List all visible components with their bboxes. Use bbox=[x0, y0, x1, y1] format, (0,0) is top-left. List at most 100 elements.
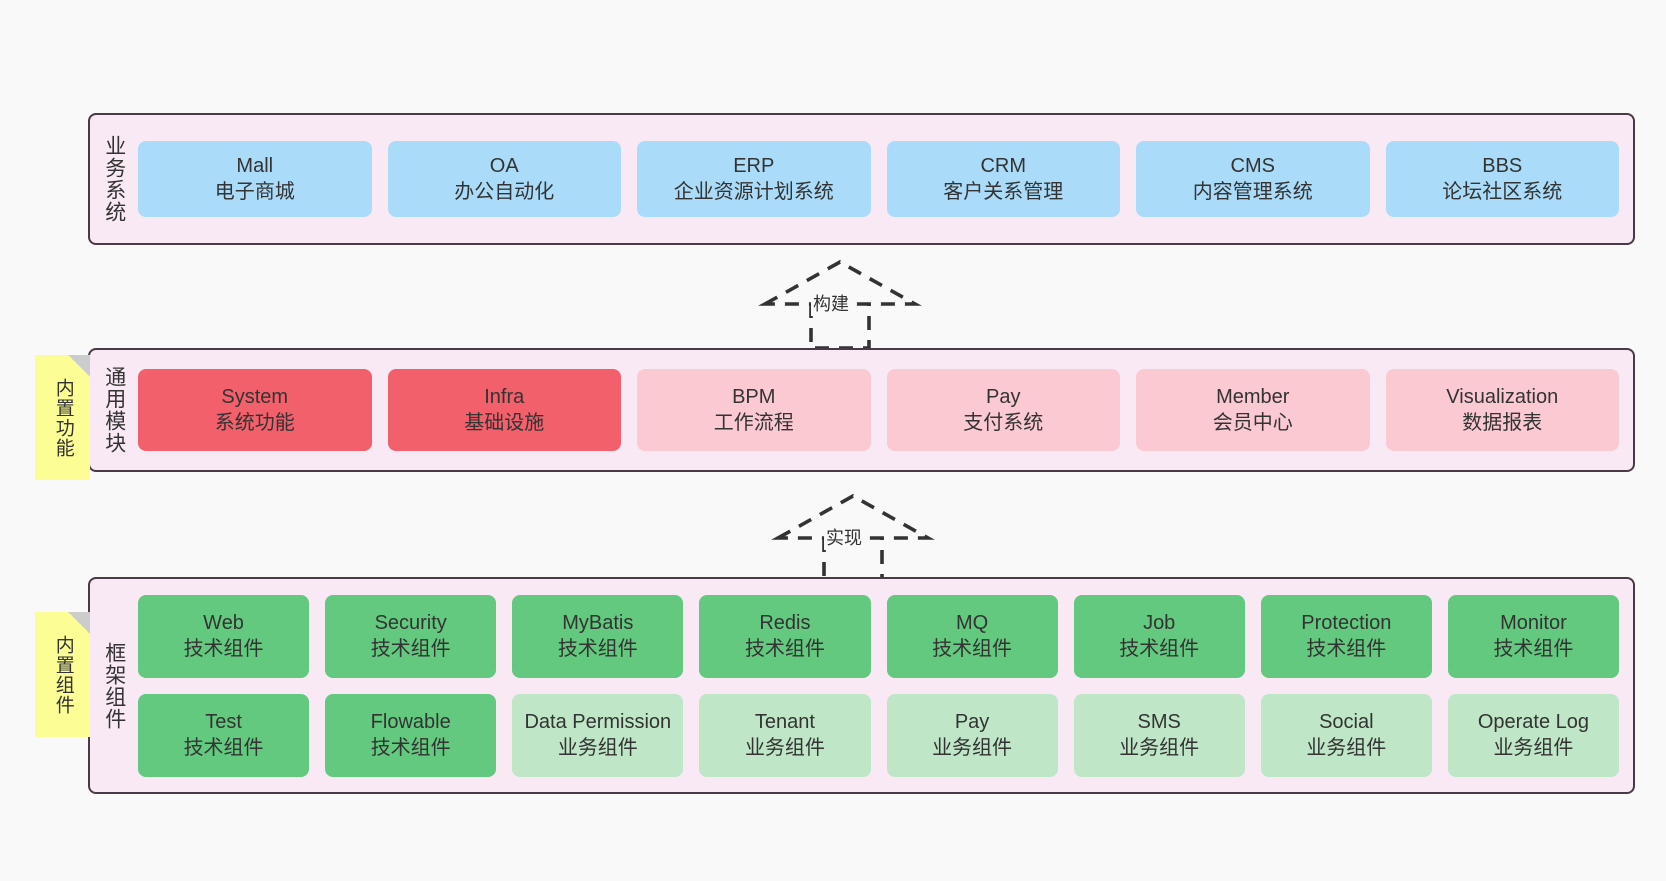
layer-title-business-system: 业务系统 bbox=[102, 135, 126, 223]
sticky-note-label: 内置组件 bbox=[52, 634, 74, 715]
node-bbs[interactable]: BBS 论坛社区系统 bbox=[1385, 141, 1619, 217]
node-subtitle: 技术组件 bbox=[744, 638, 825, 660]
layer-body-framework-components: Web 技术组件 Security 技术组件 MyBatis 技术组件 Redi… bbox=[138, 579, 1633, 792]
node-mall[interactable]: Mall 电子商城 bbox=[138, 141, 372, 217]
layer-common-modules: 通用模块 System 系统功能 Infra 基础设施 BPM 工作流程 Pay… bbox=[88, 348, 1635, 472]
node-subtitle: 企业资源计划系统 bbox=[673, 181, 834, 203]
node-title: Operate Log bbox=[1477, 710, 1590, 733]
node-pay-module[interactable]: Pay 支付系统 bbox=[886, 369, 1120, 451]
folded-corner-icon bbox=[68, 355, 90, 377]
node-title: Job bbox=[1143, 611, 1176, 634]
node-tenant[interactable]: Tenant 业务组件 bbox=[699, 693, 871, 777]
node-subtitle: 客户关系管理 bbox=[943, 181, 1064, 203]
node-social[interactable]: Social 业务组件 bbox=[1260, 693, 1432, 777]
node-title: Test bbox=[205, 710, 242, 733]
layer-title-common-modules: 通用模块 bbox=[102, 366, 126, 454]
node-title: CMS bbox=[1230, 154, 1275, 177]
node-sms[interactable]: SMS 业务组件 bbox=[1073, 693, 1245, 777]
node-subtitle: 工作流程 bbox=[713, 412, 794, 434]
node-flowable[interactable]: Flowable 技术组件 bbox=[325, 693, 497, 777]
node-subtitle: 数据报表 bbox=[1462, 412, 1543, 434]
node-subtitle: 技术组件 bbox=[557, 638, 638, 660]
folded-corner-icon bbox=[68, 612, 90, 634]
node-subtitle: 业务组件 bbox=[932, 737, 1013, 759]
connector-label-build: 构建 bbox=[811, 290, 851, 316]
node-subtitle: 支付系统 bbox=[963, 412, 1044, 434]
node-bpm[interactable]: BPM 工作流程 bbox=[637, 369, 871, 451]
sticky-note-builtin-features: 内置功能 bbox=[35, 355, 90, 480]
connector-build: 构建 bbox=[755, 256, 925, 351]
node-subtitle: 技术组件 bbox=[370, 638, 451, 660]
node-mq[interactable]: MQ 技术组件 bbox=[886, 594, 1058, 678]
node-monitor[interactable]: Monitor 技术组件 bbox=[1447, 594, 1619, 678]
layer-row: Web 技术组件 Security 技术组件 MyBatis 技术组件 Redi… bbox=[138, 594, 1619, 678]
node-subtitle: 技术组件 bbox=[1306, 638, 1387, 660]
node-title: Web bbox=[203, 611, 244, 634]
layer-body-common-modules: System 系统功能 Infra 基础设施 BPM 工作流程 Pay 支付系统… bbox=[138, 350, 1633, 470]
layer-row: System 系统功能 Infra 基础设施 BPM 工作流程 Pay 支付系统… bbox=[138, 369, 1619, 451]
node-subtitle: 技术组件 bbox=[932, 638, 1013, 660]
node-security[interactable]: Security 技术组件 bbox=[325, 594, 497, 678]
node-visualization[interactable]: Visualization 数据报表 bbox=[1385, 369, 1619, 451]
node-cms[interactable]: CMS 内容管理系统 bbox=[1136, 141, 1370, 217]
node-title: OA bbox=[489, 154, 519, 177]
node-title: BBS bbox=[1482, 154, 1523, 177]
node-job[interactable]: Job 技术组件 bbox=[1073, 594, 1245, 678]
node-crm[interactable]: CRM 客户关系管理 bbox=[886, 141, 1120, 217]
node-subtitle: 系统功能 bbox=[214, 412, 295, 434]
node-title: CRM bbox=[980, 154, 1027, 177]
node-test[interactable]: Test 技术组件 bbox=[138, 693, 310, 777]
node-title: MyBatis bbox=[562, 611, 634, 634]
node-title: Redis bbox=[759, 611, 811, 634]
layer-row: Mall 电子商城 OA 办公自动化 ERP 企业资源计划系统 CRM 客户关系… bbox=[138, 141, 1619, 217]
connector-implement: 实现 bbox=[768, 490, 938, 585]
layer-business-system: 业务系统 Mall 电子商城 OA 办公自动化 ERP 企业资源计划系统 CRM… bbox=[88, 113, 1635, 245]
node-web[interactable]: Web 技术组件 bbox=[138, 594, 310, 678]
node-data-permission[interactable]: Data Permission 业务组件 bbox=[512, 693, 684, 777]
node-subtitle: 业务组件 bbox=[744, 737, 825, 759]
node-subtitle: 业务组件 bbox=[557, 737, 638, 759]
node-subtitle: 会员中心 bbox=[1212, 412, 1293, 434]
node-subtitle: 业务组件 bbox=[1493, 737, 1574, 759]
node-title: MQ bbox=[955, 611, 989, 634]
node-title: Member bbox=[1216, 385, 1290, 408]
sticky-note-builtin-components: 内置组件 bbox=[35, 612, 90, 737]
sticky-note-label: 内置功能 bbox=[52, 377, 74, 458]
node-title: Visualization bbox=[1446, 385, 1559, 408]
node-erp[interactable]: ERP 企业资源计划系统 bbox=[637, 141, 871, 217]
layer-row: Test 技术组件 Flowable 技术组件 Data Permission … bbox=[138, 693, 1619, 777]
node-subtitle: 技术组件 bbox=[1493, 638, 1574, 660]
node-title: Security bbox=[374, 611, 447, 634]
node-title: Data Permission bbox=[524, 710, 672, 733]
node-title: Monitor bbox=[1500, 611, 1567, 634]
node-member[interactable]: Member 会员中心 bbox=[1136, 369, 1370, 451]
node-title: System bbox=[221, 385, 289, 408]
node-title: BPM bbox=[732, 385, 776, 408]
node-subtitle: 业务组件 bbox=[1119, 737, 1200, 759]
node-system[interactable]: System 系统功能 bbox=[138, 369, 372, 451]
node-subtitle: 办公自动化 bbox=[454, 181, 555, 203]
node-subtitle: 论坛社区系统 bbox=[1442, 181, 1563, 203]
node-subtitle: 业务组件 bbox=[1306, 737, 1387, 759]
layer-title-framework-components: 框架组件 bbox=[102, 641, 126, 730]
node-title: Social bbox=[1319, 710, 1374, 733]
layer-framework-components: 框架组件 Web 技术组件 Security 技术组件 MyBatis 技术组件… bbox=[88, 577, 1635, 794]
node-subtitle: 基础设施 bbox=[464, 412, 545, 434]
node-title: Pay bbox=[986, 385, 1021, 408]
node-title: Tenant bbox=[754, 710, 815, 733]
node-subtitle: 电子商城 bbox=[214, 181, 295, 203]
node-title: Pay bbox=[954, 710, 990, 733]
node-operate-log[interactable]: Operate Log 业务组件 bbox=[1447, 693, 1619, 777]
node-infra[interactable]: Infra 基础设施 bbox=[387, 369, 621, 451]
node-redis[interactable]: Redis 技术组件 bbox=[699, 594, 871, 678]
node-pay-component[interactable]: Pay 业务组件 bbox=[886, 693, 1058, 777]
node-subtitle: 技术组件 bbox=[370, 737, 451, 759]
node-mybatis[interactable]: MyBatis 技术组件 bbox=[512, 594, 684, 678]
layer-body-business-system: Mall 电子商城 OA 办公自动化 ERP 企业资源计划系统 CRM 客户关系… bbox=[138, 115, 1633, 243]
node-title: Protection bbox=[1301, 611, 1392, 634]
node-protection[interactable]: Protection 技术组件 bbox=[1260, 594, 1432, 678]
node-oa[interactable]: OA 办公自动化 bbox=[387, 141, 621, 217]
node-title: SMS bbox=[1137, 710, 1181, 733]
connector-label-implement: 实现 bbox=[824, 524, 864, 550]
